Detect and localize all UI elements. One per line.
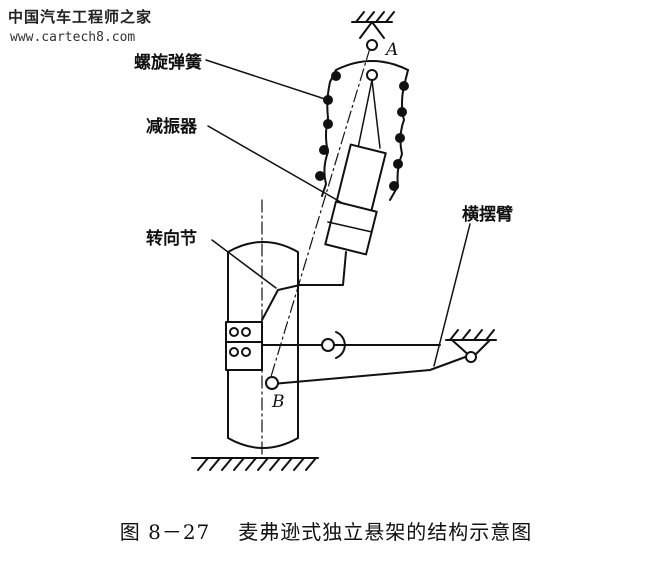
ground-hatch-wheel [191, 457, 319, 471]
coil-dot [323, 95, 333, 105]
coil-dot [389, 181, 399, 191]
label-shock-absorber: 减振器 [146, 117, 197, 137]
lateral-arm [271, 355, 469, 385]
hub-bolts [225, 321, 263, 371]
watermark: 中国汽车工程师之家 www.cartech8.com [8, 6, 198, 50]
label-point-a: A [386, 40, 399, 60]
leader-lateral-arm [433, 223, 471, 367]
ball-joint-b [265, 376, 279, 390]
watermark-url: www.cartech8.com [10, 30, 136, 45]
top-mount-ground [351, 11, 395, 39]
axle-joint [321, 331, 346, 359]
leader-coil-spring [205, 59, 329, 101]
steering-knuckle-arm [261, 251, 347, 321]
coil-dot [399, 81, 409, 91]
coil-dot [397, 107, 407, 117]
upper-spring-seat [335, 60, 409, 71]
steering-axis-line [269, 47, 371, 381]
shock-absorber-cylinder [335, 143, 387, 213]
figure-caption: 图 8－27 麦弗逊式独立悬架的结构示意图 [0, 516, 652, 545]
label-coil-spring: 螺旋弹簧 [134, 53, 202, 73]
figure-number: 图 8－27 [119, 520, 211, 544]
label-steering-knuckle: 转向节 [146, 229, 197, 249]
label-lateral-arm: 横摆臂 [462, 205, 513, 225]
lateral-arm-pivot [445, 329, 497, 363]
upper-pivot [366, 69, 378, 81]
coil-dot [315, 171, 325, 181]
leader-shock-absorber [207, 125, 345, 205]
wheel-tire [227, 241, 299, 449]
coil-dot [395, 133, 405, 143]
figure-title: 麦弗逊式独立悬架的结构示意图 [238, 520, 533, 544]
coil-dot [319, 145, 329, 155]
label-point-b: B [272, 392, 285, 412]
coil-dot [331, 71, 341, 81]
coil-dot [323, 119, 333, 129]
spring-coil-dots [315, 71, 409, 191]
leader-steering-knuckle [211, 239, 277, 289]
top-mount-a [366, 39, 378, 51]
watermark-title: 中国汽车工程师之家 [8, 8, 153, 26]
coil-dot [393, 159, 403, 169]
